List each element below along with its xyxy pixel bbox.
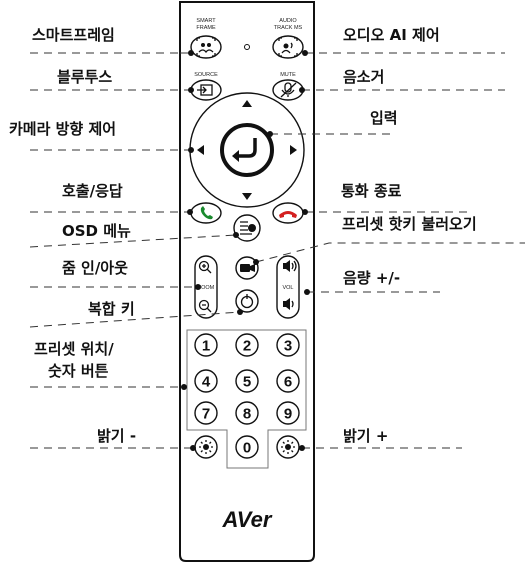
key-0-label: 0 xyxy=(243,440,251,457)
mute-text: MUTE xyxy=(280,72,296,78)
label-audio-ai: 오디오 AI 제어 xyxy=(343,26,440,44)
label-call-answer: 호출/응답 xyxy=(62,182,123,200)
label-preset-position-2: 숫자 버튼 xyxy=(48,362,109,380)
key-2-label: 2 xyxy=(243,338,251,355)
menu-icon xyxy=(240,221,256,235)
key-7[interactable]: 7 xyxy=(194,401,218,425)
key-0[interactable]: 0 xyxy=(235,435,259,459)
smart-frame-button[interactable]: SMART FRAME xyxy=(190,18,222,59)
arrow-up-icon[interactable] xyxy=(242,100,252,107)
label-brightness-up: 밝기 + xyxy=(343,427,388,445)
camera-icon xyxy=(240,264,255,272)
key-7-label: 7 xyxy=(202,406,210,423)
combo-key-button[interactable] xyxy=(235,289,259,313)
arrow-left-icon[interactable] xyxy=(197,145,204,155)
key-3[interactable]: 3 xyxy=(276,333,300,357)
combo-key-icon xyxy=(240,294,254,309)
key-8-label: 8 xyxy=(243,406,251,423)
status-led xyxy=(244,44,250,50)
label-smart-frame: 스마트프레임 xyxy=(32,26,115,44)
aver-logo: AVer xyxy=(222,507,273,532)
zoom-rocker[interactable]: ZOOM xyxy=(194,255,218,319)
brightness-down-button[interactable] xyxy=(194,435,218,459)
menu-button[interactable] xyxy=(233,214,261,242)
smart-frame-icon xyxy=(196,37,216,57)
key-6[interactable]: 6 xyxy=(276,369,300,393)
audio-track-text-2: TRACK MS xyxy=(274,25,303,31)
label-zoom: 줌 인/아웃 xyxy=(62,259,128,277)
label-preset-position-1: 프리셋 위치/ xyxy=(34,340,114,358)
key-5[interactable]: 5 xyxy=(235,369,259,393)
label-mute: 음소거 xyxy=(343,68,384,86)
label-bluetooth: 블루투스 xyxy=(57,68,112,86)
volume-rocker[interactable]: VOL xyxy=(276,255,300,319)
key-9[interactable]: 9 xyxy=(276,401,300,425)
enter-icon xyxy=(232,138,257,162)
label-combo-key: 복합 키 xyxy=(88,300,135,318)
label-enter: 입력 xyxy=(370,109,398,127)
source-button[interactable]: SOURCE xyxy=(190,72,222,101)
zoom-in-icon[interactable] xyxy=(198,260,212,274)
mic-mute-icon xyxy=(280,82,297,98)
key-9-label: 9 xyxy=(284,406,292,423)
brightness-down-icon xyxy=(199,440,213,454)
audio-track-icon xyxy=(278,37,298,57)
key-8[interactable]: 8 xyxy=(235,401,259,425)
arrow-right-icon[interactable] xyxy=(290,145,297,155)
phone-end-icon xyxy=(279,211,297,218)
key-2[interactable]: 2 xyxy=(235,333,259,357)
key-6-label: 6 xyxy=(284,374,292,391)
smart-frame-text-1: SMART xyxy=(196,18,216,24)
end-call-button[interactable] xyxy=(272,202,304,224)
label-preset-hotkey: 프리셋 핫키 불러오기 xyxy=(342,215,477,233)
vol-text: VOL xyxy=(282,285,293,291)
label-brightness-down: 밝기 - xyxy=(97,427,136,445)
label-volume: 음량 +/- xyxy=(343,269,400,287)
key-3-label: 3 xyxy=(284,338,292,355)
number-keys[interactable]: 1 2 3 4 5 6 7 8 9 0 xyxy=(194,333,300,459)
preset-hotkey-button[interactable] xyxy=(235,256,259,280)
arrow-down-icon[interactable] xyxy=(242,193,252,200)
key-1-label: 1 xyxy=(202,338,210,355)
brightness-up-button[interactable] xyxy=(276,435,300,459)
phone-answer-icon xyxy=(200,206,213,220)
audio-track-button[interactable]: AUDIO TRACK MS xyxy=(272,18,304,59)
key-1[interactable]: 1 xyxy=(194,333,218,357)
source-icon xyxy=(197,84,213,96)
volume-down-icon[interactable] xyxy=(283,298,294,310)
source-text: SOURCE xyxy=(194,72,218,78)
enter-button[interactable] xyxy=(220,123,274,177)
call-answer-button[interactable] xyxy=(190,202,222,224)
keypad-outline xyxy=(186,329,307,469)
label-end-call: 통화 종료 xyxy=(341,182,402,200)
audio-track-text-1: AUDIO xyxy=(279,18,297,24)
key-4[interactable]: 4 xyxy=(194,369,218,393)
label-camera-direction: 카메라 방향 제어 xyxy=(9,120,116,138)
label-osd-menu: OSD 메뉴 xyxy=(62,222,131,240)
zoom-text: ZOOM xyxy=(198,285,215,291)
brightness-up-icon xyxy=(281,440,295,454)
smart-frame-text-2: FRAME xyxy=(196,25,216,31)
zoom-out-icon[interactable] xyxy=(198,299,212,313)
key-5-label: 5 xyxy=(243,374,251,391)
volume-up-icon[interactable] xyxy=(283,260,297,272)
key-4-label: 4 xyxy=(202,374,211,391)
